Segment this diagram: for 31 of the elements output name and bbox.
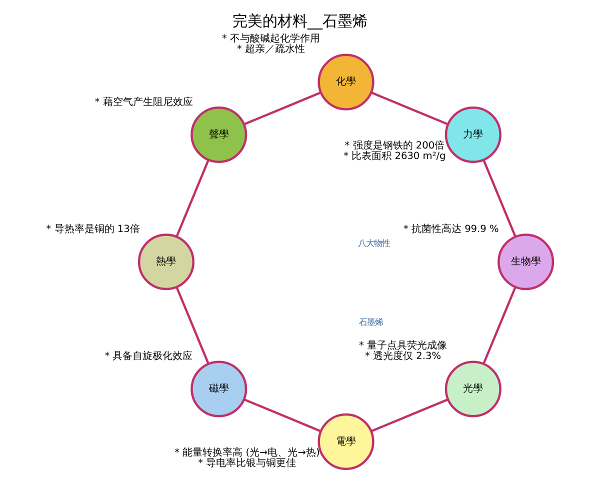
connector — [370, 398, 448, 432]
connector — [370, 91, 448, 126]
node-label: * 不与酸碱起化学作用 — [222, 34, 320, 45]
node-label: * 比表面积 2630 m²/g — [344, 151, 446, 162]
connector — [176, 160, 210, 238]
node-circle: 力學 — [444, 106, 502, 164]
node-label: * 具备自旋极化效应 — [104, 351, 193, 362]
node-circle: 生物學 — [498, 234, 554, 290]
node-label: * 透光度仅 2.3% — [364, 351, 442, 362]
connector — [244, 92, 322, 126]
connector — [482, 286, 516, 364]
node-label: * 量子点具荧光成像 — [358, 340, 448, 352]
node-label: * 导电率比银与铜更佳 — [198, 458, 296, 470]
connector — [482, 159, 516, 238]
connector — [244, 398, 322, 432]
node-label: * 导热率是铜的 13倍 — [46, 224, 140, 236]
connector — [176, 286, 210, 364]
node-circle: 光學 — [444, 360, 502, 418]
label: 石墨烯 — [358, 317, 383, 328]
node-circle: 化學 — [318, 54, 374, 110]
node-label: * 超亲／疏水性 — [236, 44, 305, 56]
label: 八大物性 — [358, 238, 390, 248]
node-label: * 藉空气产生阻尼效应 — [94, 96, 193, 108]
node-circle: 聲學 — [190, 106, 248, 164]
node-label: * 强度是钢铁的 200倍 — [344, 140, 445, 152]
node-label: * 抗菌性高达 99.9 % — [403, 224, 499, 236]
node-circle: 磁學 — [190, 360, 248, 418]
node-circle: 熱學 — [138, 234, 194, 290]
node-label: * 能量转换率高 (光→电、光→热) — [174, 448, 320, 459]
diagram-title: 完美的材料__石墨烯 — [232, 12, 368, 30]
node-circle: 電學 — [318, 413, 374, 470]
